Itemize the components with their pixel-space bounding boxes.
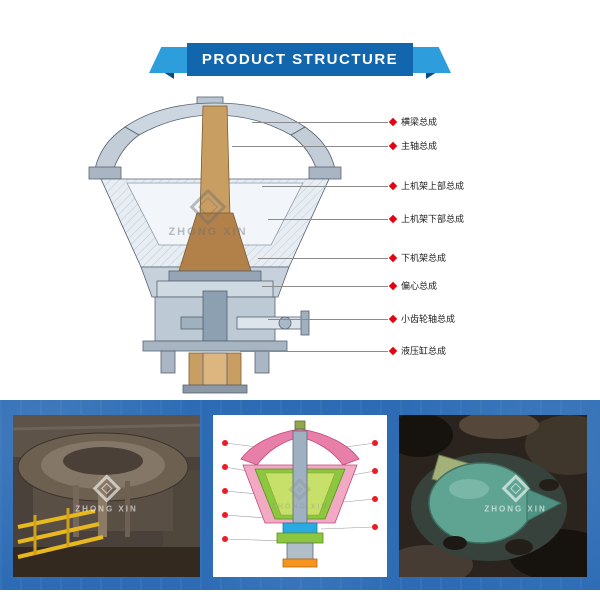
plant-installation-illustration [13, 415, 200, 577]
crusher-cross-section-diagram [88, 96, 342, 394]
part-label: 上机架上部总成 [401, 181, 465, 191]
photo-crusher-on-site: ZHONG XIN [399, 415, 587, 577]
part-label: 上机架下部总成 [401, 214, 465, 224]
site-photo-illustration [399, 415, 587, 577]
eccentric-assembly [202, 290, 228, 342]
part-label: 横梁总成 [401, 117, 438, 127]
flange-left [88, 166, 122, 180]
part-label: 小齿轮轴总成 [401, 314, 456, 324]
leader-line [240, 351, 388, 352]
leader-line [258, 258, 388, 259]
ribbon-notch-left [160, 70, 174, 79]
diamond-bullet-icon [388, 253, 398, 263]
flange-right [308, 166, 342, 180]
foot-right [254, 350, 270, 374]
diamond-bullet-icon [388, 281, 398, 291]
hydraulic-piston [202, 352, 228, 386]
crossbeam-arm-right [290, 126, 336, 172]
diamond-bullet-icon [388, 346, 398, 356]
diamond-bullet-icon [388, 117, 398, 127]
part-label: 主轴总成 [401, 141, 438, 151]
part-label: 液压缸总成 [401, 346, 447, 356]
diamond-bullet-icon [388, 214, 398, 224]
pinion-bearing [278, 316, 292, 330]
diamond-bullet-icon [388, 141, 398, 151]
colored-crusher-illustration [213, 415, 387, 577]
photo-plant-installation: ZHONG XIN [13, 415, 200, 577]
colored-crusher-schematic: ZHONG XIN [213, 415, 387, 577]
leader-line [262, 186, 388, 187]
leader-line [262, 286, 388, 287]
base-flange [142, 340, 288, 352]
leader-line [268, 319, 388, 320]
leader-line [252, 122, 388, 123]
central-shaft [292, 430, 308, 528]
crossbeam-arm-left [94, 126, 140, 172]
gear [180, 316, 204, 330]
part-label: 下机架总成 [401, 253, 447, 263]
diamond-bullet-icon [388, 314, 398, 324]
crusher-body [428, 462, 534, 544]
photo-strip: ZHONG XIN [0, 400, 600, 590]
diamond-bullet-icon [388, 181, 398, 191]
part-label: 偏心总成 [401, 281, 438, 291]
pinion-end-plate [300, 310, 310, 336]
cylinder-cap [182, 384, 248, 394]
page-title-bar: PRODUCT STRUCTURE [187, 43, 413, 76]
foot-left [160, 350, 176, 374]
seal-ring [168, 270, 262, 282]
leader-line [232, 146, 388, 147]
page-title: PRODUCT STRUCTURE [201, 51, 399, 68]
ribbon-notch-right [426, 70, 440, 79]
leader-line [268, 219, 388, 220]
